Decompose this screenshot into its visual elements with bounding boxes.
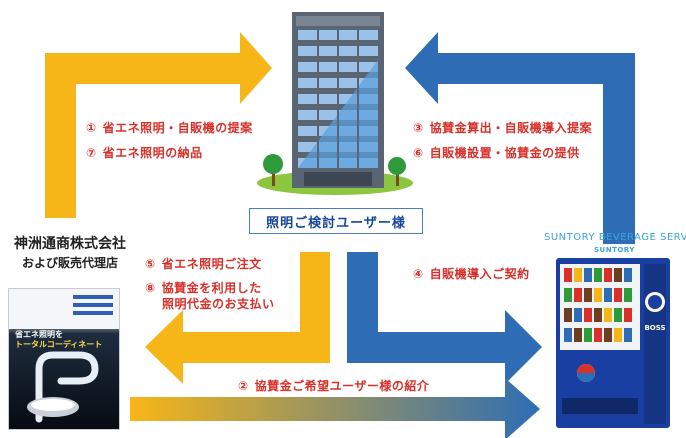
brochure-title: 省エネ照明を トータルコーディネート [15, 330, 103, 349]
vending-machine-icon: BOSS [556, 258, 670, 428]
user-label-box: 照明ご検討ユーザー様 [249, 208, 423, 234]
company-name: 神洲通商株式会社 [14, 236, 126, 252]
arrow-gradient-bottom [130, 378, 540, 438]
user-label-text: 照明ご検討ユーザー様 [266, 215, 406, 231]
arrow-orange-middle [145, 252, 330, 384]
building-icon [257, 12, 413, 195]
suntory-service-text: SUNTORY BEVERAGE SERVICE [544, 232, 686, 243]
arrow-blue-top [405, 32, 635, 244]
suntory-text: SUNTORY [594, 246, 635, 254]
arrow-blue-middle [347, 252, 542, 384]
arrow-orange-top [45, 32, 272, 218]
light-bulb-icon [27, 351, 99, 423]
tree-icon [263, 154, 406, 186]
company-block: 神洲通商株式会社 および販売代理店 [0, 234, 140, 272]
company-sub: および販売代理店 [21, 256, 118, 270]
vm-brand-text: BOSS [644, 324, 665, 332]
lighting-brochure: 省エネ照明を トータルコーディネート [8, 288, 120, 430]
